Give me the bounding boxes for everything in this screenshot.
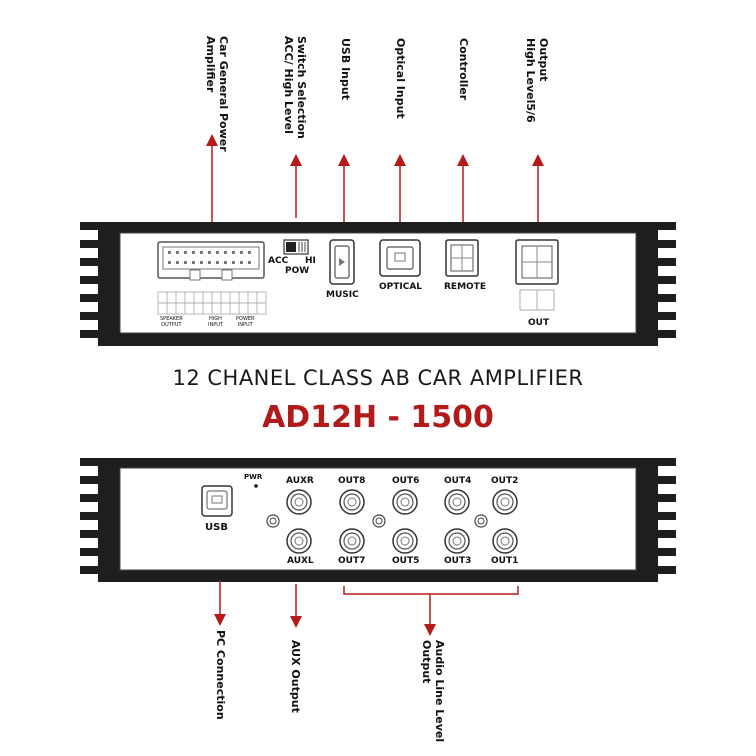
label-power-input: POWER INPUT (236, 316, 255, 328)
callout-aux: AUX Output (289, 640, 302, 713)
label-out8: OUT8 (338, 476, 366, 486)
label-speaker-output: SPEAKER OUTPUT (160, 316, 183, 328)
rca-jack-out1[interactable] (492, 528, 518, 554)
rca-jack-out8[interactable] (339, 489, 365, 515)
label-remote: REMOTE (444, 282, 486, 292)
high-level-output-port[interactable] (515, 239, 559, 311)
label-usb: USB (205, 522, 228, 533)
callout-usb: USB Input (339, 38, 352, 100)
power-connector (157, 241, 265, 281)
callout-power: Car General Power Amplifier (204, 36, 230, 152)
rca-jack-out6[interactable] (392, 489, 418, 515)
callout-arrows (206, 134, 544, 636)
label-pwr: PWR (244, 473, 263, 481)
label-auxr: AUXR (286, 476, 314, 486)
rca-jack-auxr[interactable] (286, 489, 312, 515)
callout-switch: Switch Selection ACC/ High Level (282, 36, 308, 139)
rca-jack-auxl[interactable] (286, 528, 312, 554)
callout-output: Output High Level5/6 (524, 38, 550, 123)
usb-pc-port[interactable] (201, 485, 233, 517)
remote-port[interactable] (445, 239, 479, 277)
label-music: MUSIC (326, 290, 359, 300)
optical-port[interactable] (379, 239, 421, 277)
label-high-input: HIGH INPUT (208, 316, 223, 328)
label-out7: OUT7 (338, 556, 366, 566)
label-out6: OUT6 (392, 476, 420, 486)
line-output-bracket (343, 586, 519, 595)
label-out1: OUT1 (491, 556, 519, 566)
pinout-grid (157, 291, 267, 315)
label-hi: HI (305, 256, 316, 266)
label-out5: OUT5 (392, 556, 420, 566)
rca-jack-out5[interactable] (392, 528, 418, 554)
rca-jacks (286, 489, 518, 554)
usb-music-port[interactable] (329, 239, 355, 285)
rca-jack-out2[interactable] (492, 489, 518, 515)
callout-controller: Controller (457, 38, 470, 101)
screw-2 (372, 514, 386, 528)
label-optical: OPTICAL (379, 282, 423, 292)
label-out: OUT (528, 318, 550, 328)
label-acc: ACC (268, 256, 289, 266)
callout-pc: PC Connection (214, 630, 227, 720)
top-amplifier (80, 222, 676, 346)
callout-line: Audio Line Level Output (420, 640, 446, 743)
callout-optical: Optical Input (394, 38, 407, 119)
acc-hi-switch[interactable] (283, 239, 309, 255)
screw-3 (474, 514, 488, 528)
rca-jack-out4[interactable] (444, 489, 470, 515)
product-title: 12 CHANEL CLASS AB CAR AMPLIFIER (172, 366, 584, 390)
pwr-led (254, 484, 258, 488)
bottom-amplifier (80, 458, 676, 582)
rca-jack-out3[interactable] (444, 528, 470, 554)
label-out3: OUT3 (444, 556, 472, 566)
label-out4: OUT4 (444, 476, 472, 486)
label-out2: OUT2 (491, 476, 519, 486)
model-number: AD12H - 1500 (262, 400, 494, 435)
rca-jack-out7[interactable] (339, 528, 365, 554)
screw-1 (266, 514, 280, 528)
label-pow: POW (285, 266, 310, 276)
label-auxl: AUXL (287, 556, 314, 566)
mounting-screws (266, 514, 488, 528)
